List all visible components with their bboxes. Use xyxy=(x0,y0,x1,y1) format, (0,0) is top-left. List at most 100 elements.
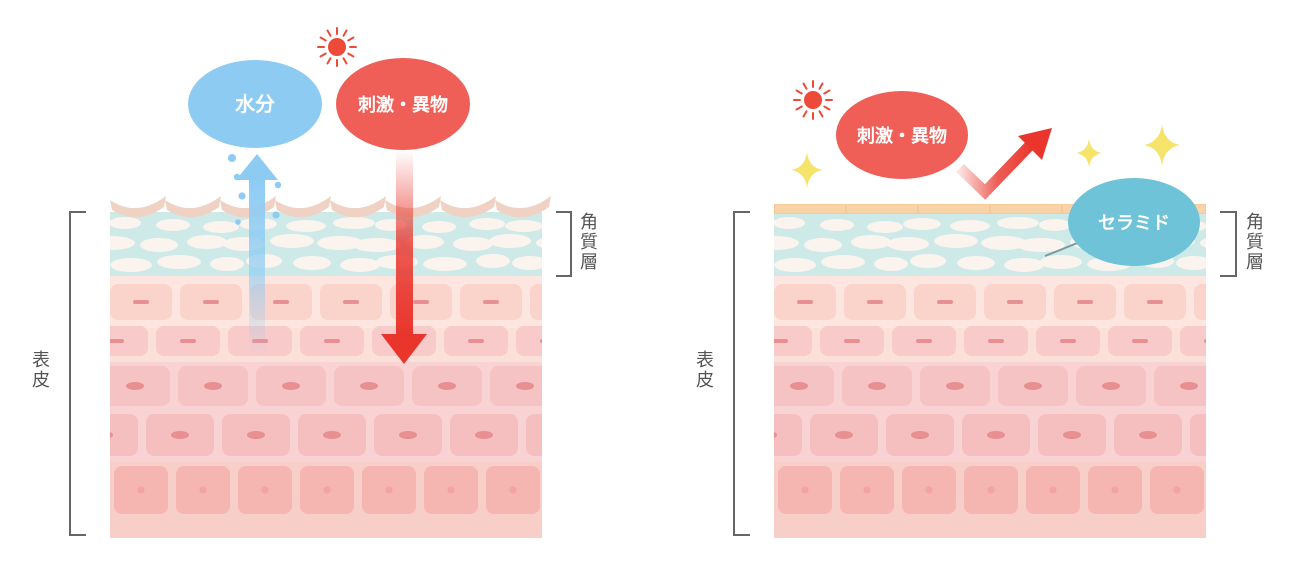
corneocyte xyxy=(874,257,908,271)
cell-nucleus xyxy=(1215,431,1233,439)
cell-nucleus xyxy=(137,486,145,494)
corneocyte xyxy=(110,258,152,272)
corneocyte xyxy=(950,220,990,232)
moisture-label: 水分 xyxy=(235,92,275,116)
cell-nucleus xyxy=(540,339,542,343)
sun-icon xyxy=(793,80,833,120)
cell-nucleus xyxy=(801,486,809,494)
cell-nucleus xyxy=(199,486,207,494)
epidermis-bracket xyxy=(69,211,86,536)
cell-nucleus xyxy=(1173,486,1181,494)
cell-nucleus xyxy=(1180,382,1198,390)
corneocyte xyxy=(476,254,510,268)
cell-nucleus xyxy=(204,382,222,390)
cell-nucleus xyxy=(844,339,860,343)
cell-nucleus xyxy=(133,300,149,304)
corneocyte xyxy=(1039,219,1071,231)
corneocyte xyxy=(774,236,799,250)
cell-nucleus xyxy=(323,431,341,439)
cell-nucleus xyxy=(911,431,929,439)
corneocyte xyxy=(981,236,1027,250)
epidermis-cell xyxy=(1194,284,1206,320)
cell-nucleus xyxy=(324,339,340,343)
corneocyte xyxy=(286,220,326,232)
corneocyte xyxy=(851,235,891,249)
epidermis-cells xyxy=(110,284,579,514)
cell-nucleus xyxy=(1060,339,1076,343)
corneocyte xyxy=(317,236,363,250)
cell-nucleus xyxy=(1147,300,1163,304)
cell-nucleus xyxy=(1217,300,1233,304)
stratum-corneum-bracket xyxy=(556,211,572,277)
arrow-down-icon xyxy=(381,150,427,364)
cell-nucleus xyxy=(987,431,1005,439)
cell-nucleus xyxy=(937,300,953,304)
corneocyte xyxy=(903,218,941,230)
arrow-up-icon xyxy=(236,154,278,356)
skin-layers xyxy=(110,212,579,538)
corneocyte xyxy=(804,238,842,252)
intact-surface xyxy=(774,204,1206,214)
stratum-corneum-bracket xyxy=(1220,211,1237,277)
corneocyte xyxy=(422,221,456,233)
corneocyte xyxy=(489,234,531,248)
cell-nucleus xyxy=(1102,382,1120,390)
cell-nucleus xyxy=(483,300,499,304)
cell-nucleus xyxy=(572,487,579,494)
sun-icon xyxy=(317,27,357,67)
corneocyte xyxy=(333,217,375,229)
corneocyte xyxy=(187,235,227,249)
corneocyte xyxy=(1200,238,1206,248)
lifted-scale xyxy=(495,196,551,218)
corneocyte xyxy=(270,234,314,248)
cell-nucleus xyxy=(987,486,995,494)
cell-nucleus xyxy=(1204,339,1206,343)
lifted-scale xyxy=(165,196,221,218)
corneocyte xyxy=(340,258,380,272)
cell-nucleus xyxy=(509,486,517,494)
irritant-bubble: 刺激・異物 xyxy=(336,58,470,150)
corneocyte xyxy=(536,238,542,248)
water-droplet-icon xyxy=(228,154,282,225)
corneocyte xyxy=(774,217,805,229)
corneocyte xyxy=(505,220,542,232)
cell-nucleus xyxy=(863,486,871,494)
cell-nucleus xyxy=(1132,339,1148,343)
epidermis-cells xyxy=(774,284,1233,514)
cell-nucleus xyxy=(323,486,331,494)
irritant-label: 刺激・異物 xyxy=(857,125,947,147)
cell-nucleus xyxy=(273,300,289,304)
cell-nucleus xyxy=(110,432,113,438)
corneocyte xyxy=(110,217,141,229)
cell-nucleus xyxy=(516,382,534,390)
cell-nucleus xyxy=(171,431,189,439)
corneocyte xyxy=(406,235,444,249)
corneocyte xyxy=(110,236,135,250)
cell-nucleus xyxy=(110,339,124,343)
epidermis-cell xyxy=(516,326,542,356)
corneocyte xyxy=(203,221,239,233)
corneocyte xyxy=(867,221,903,233)
cell-nucleus xyxy=(835,431,853,439)
corneocyte xyxy=(910,254,946,268)
epidermis-cell xyxy=(110,326,148,356)
cell-nucleus xyxy=(553,300,569,304)
epidermis-label: 表皮 xyxy=(693,350,714,390)
corneocyte xyxy=(156,219,190,231)
corneocyte xyxy=(293,256,331,270)
cell-nucleus xyxy=(1111,486,1119,494)
corneocyte xyxy=(512,256,542,270)
cell-nucleus xyxy=(399,431,417,439)
cell-nucleus xyxy=(1024,382,1042,390)
cell-nucleus xyxy=(867,300,883,304)
cell-nucleus xyxy=(988,339,1004,343)
epidermis-label: 表皮 xyxy=(29,350,50,390)
cell-nucleus xyxy=(413,300,429,304)
epidermis-cell xyxy=(530,284,542,320)
epidermis-cell xyxy=(1180,326,1206,356)
cell-nucleus xyxy=(774,339,788,343)
corneocyte xyxy=(353,238,401,252)
irritant-label: 刺激・異物 xyxy=(358,94,448,116)
deflect-arrow-icon xyxy=(956,128,1052,200)
